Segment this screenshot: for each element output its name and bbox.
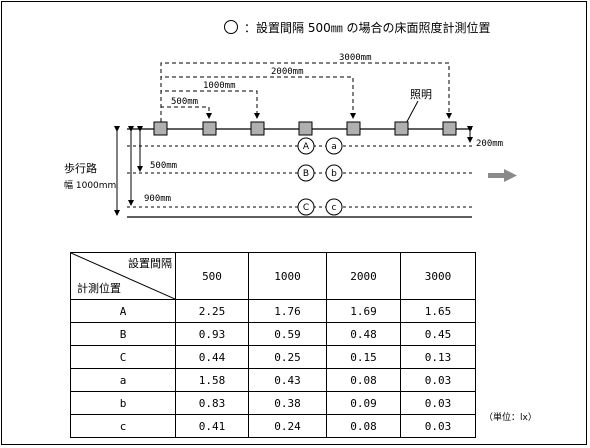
corner-label-interval: 設置間隔: [128, 257, 172, 270]
row-label: B: [70, 322, 176, 346]
column-header: 500: [175, 252, 249, 300]
row-label: a: [70, 368, 176, 392]
table-cell: 0.41: [175, 414, 249, 438]
point-C-label: C: [303, 203, 309, 213]
table-cell: 2.25: [175, 299, 249, 323]
row-label: A: [70, 299, 176, 323]
table-cell: 0.08: [326, 368, 401, 392]
table-row: A 2.25 1.76 1.69 1.65: [70, 299, 476, 323]
table-row: b 0.83 0.38 0.09 0.03: [70, 391, 476, 415]
table-cell: 1.65: [400, 299, 476, 323]
light-fixture: [346, 121, 361, 136]
table-cell: 1.69: [326, 299, 401, 323]
point-b-circle: [325, 164, 343, 182]
table-cell: 0.83: [175, 391, 249, 415]
column-header: 3000: [400, 252, 476, 300]
column-header: 2000: [326, 252, 401, 300]
table-cell: 0.15: [326, 345, 401, 369]
light-label: 照明: [410, 88, 432, 101]
dim-label-500: 500mm: [171, 97, 198, 107]
dimension-500: [160, 106, 212, 122]
light-fixture: [202, 121, 217, 136]
table-cell: 0.03: [400, 391, 476, 415]
point-c-label: c: [332, 203, 337, 213]
corner-label-position: 計測位置: [77, 282, 121, 295]
lights-row: [153, 121, 457, 136]
point-a-label: a: [331, 142, 337, 152]
table-corner-cell: 設置間隔 計測位置: [70, 252, 176, 300]
layout-diagram: 3000mm 2000mm 1000mm 500mm 照明 200mm 歩行路 …: [64, 53, 517, 218]
measurement-point-legend-icon: [224, 20, 238, 34]
point-A-label: A: [303, 142, 310, 152]
dim-label-3000: 3000mm: [339, 53, 372, 63]
walkway-label: 歩行路: [64, 161, 97, 175]
legend-text: ：設置間隔 500㎜ の場合の床面照度計測位置: [244, 21, 491, 35]
row-label: c: [70, 414, 176, 438]
table-row: C 0.44 0.25 0.15 0.13: [70, 345, 476, 369]
table-row: c 0.41 0.24 0.08 0.03: [70, 414, 476, 438]
walk-direction-arrow-icon: [488, 169, 517, 182]
point-B-circle: [297, 164, 315, 182]
table-cell: 0.09: [326, 391, 401, 415]
illuminance-table: 設置間隔 計測位置 500 1000 2000 3000 A 2.25 1.76…: [70, 252, 476, 438]
table-cell: 0.03: [400, 368, 476, 392]
table-cell: 0.93: [175, 322, 249, 346]
light-fixture: [250, 121, 265, 136]
light-fixture: [394, 121, 409, 136]
dim-label-2000: 2000mm: [271, 67, 304, 77]
table-cell: 0.13: [400, 345, 476, 369]
row-label: b: [70, 391, 176, 415]
table-cell: 0.48: [326, 322, 401, 346]
row-label: C: [70, 345, 176, 369]
walkway-width-label: 幅 1000mm: [64, 179, 116, 191]
light-fixture: [153, 121, 168, 136]
offset-900-label: 900mm: [144, 194, 171, 204]
table-cell: 1.76: [248, 299, 327, 323]
dim-label-1000: 1000mm: [203, 81, 236, 91]
table-cell: 0.43: [248, 368, 327, 392]
column-header: 1000: [248, 252, 327, 300]
point-B-label: B: [303, 169, 309, 179]
dim-label-200: 200mm: [476, 139, 503, 149]
dimension-3000: [160, 62, 452, 122]
offset-500-label: 500mm: [150, 161, 177, 171]
light-fixture: [298, 121, 313, 136]
table-cell: 0.44: [175, 345, 249, 369]
light-fixture: [442, 121, 457, 136]
table-cell: 0.08: [326, 414, 401, 438]
table-cell: 0.59: [248, 322, 327, 346]
point-C-circle: [297, 198, 315, 216]
point-A-circle: [297, 137, 315, 155]
table-cell: 0.38: [248, 391, 327, 415]
table-cell: 0.45: [400, 322, 476, 346]
table-row: a 1.58 0.43 0.08 0.03: [70, 368, 476, 392]
point-a-circle: [325, 137, 343, 155]
table-cell: 0.25: [248, 345, 327, 369]
table-cell: 1.58: [175, 368, 249, 392]
table-cell: 0.03: [400, 414, 476, 438]
table-row: B 0.93 0.59 0.48 0.45: [70, 322, 476, 346]
table-cell: 0.24: [248, 414, 327, 438]
point-b-label: b: [331, 169, 337, 179]
point-c-circle: [325, 198, 343, 216]
unit-note: （単位：lx）: [484, 413, 537, 423]
